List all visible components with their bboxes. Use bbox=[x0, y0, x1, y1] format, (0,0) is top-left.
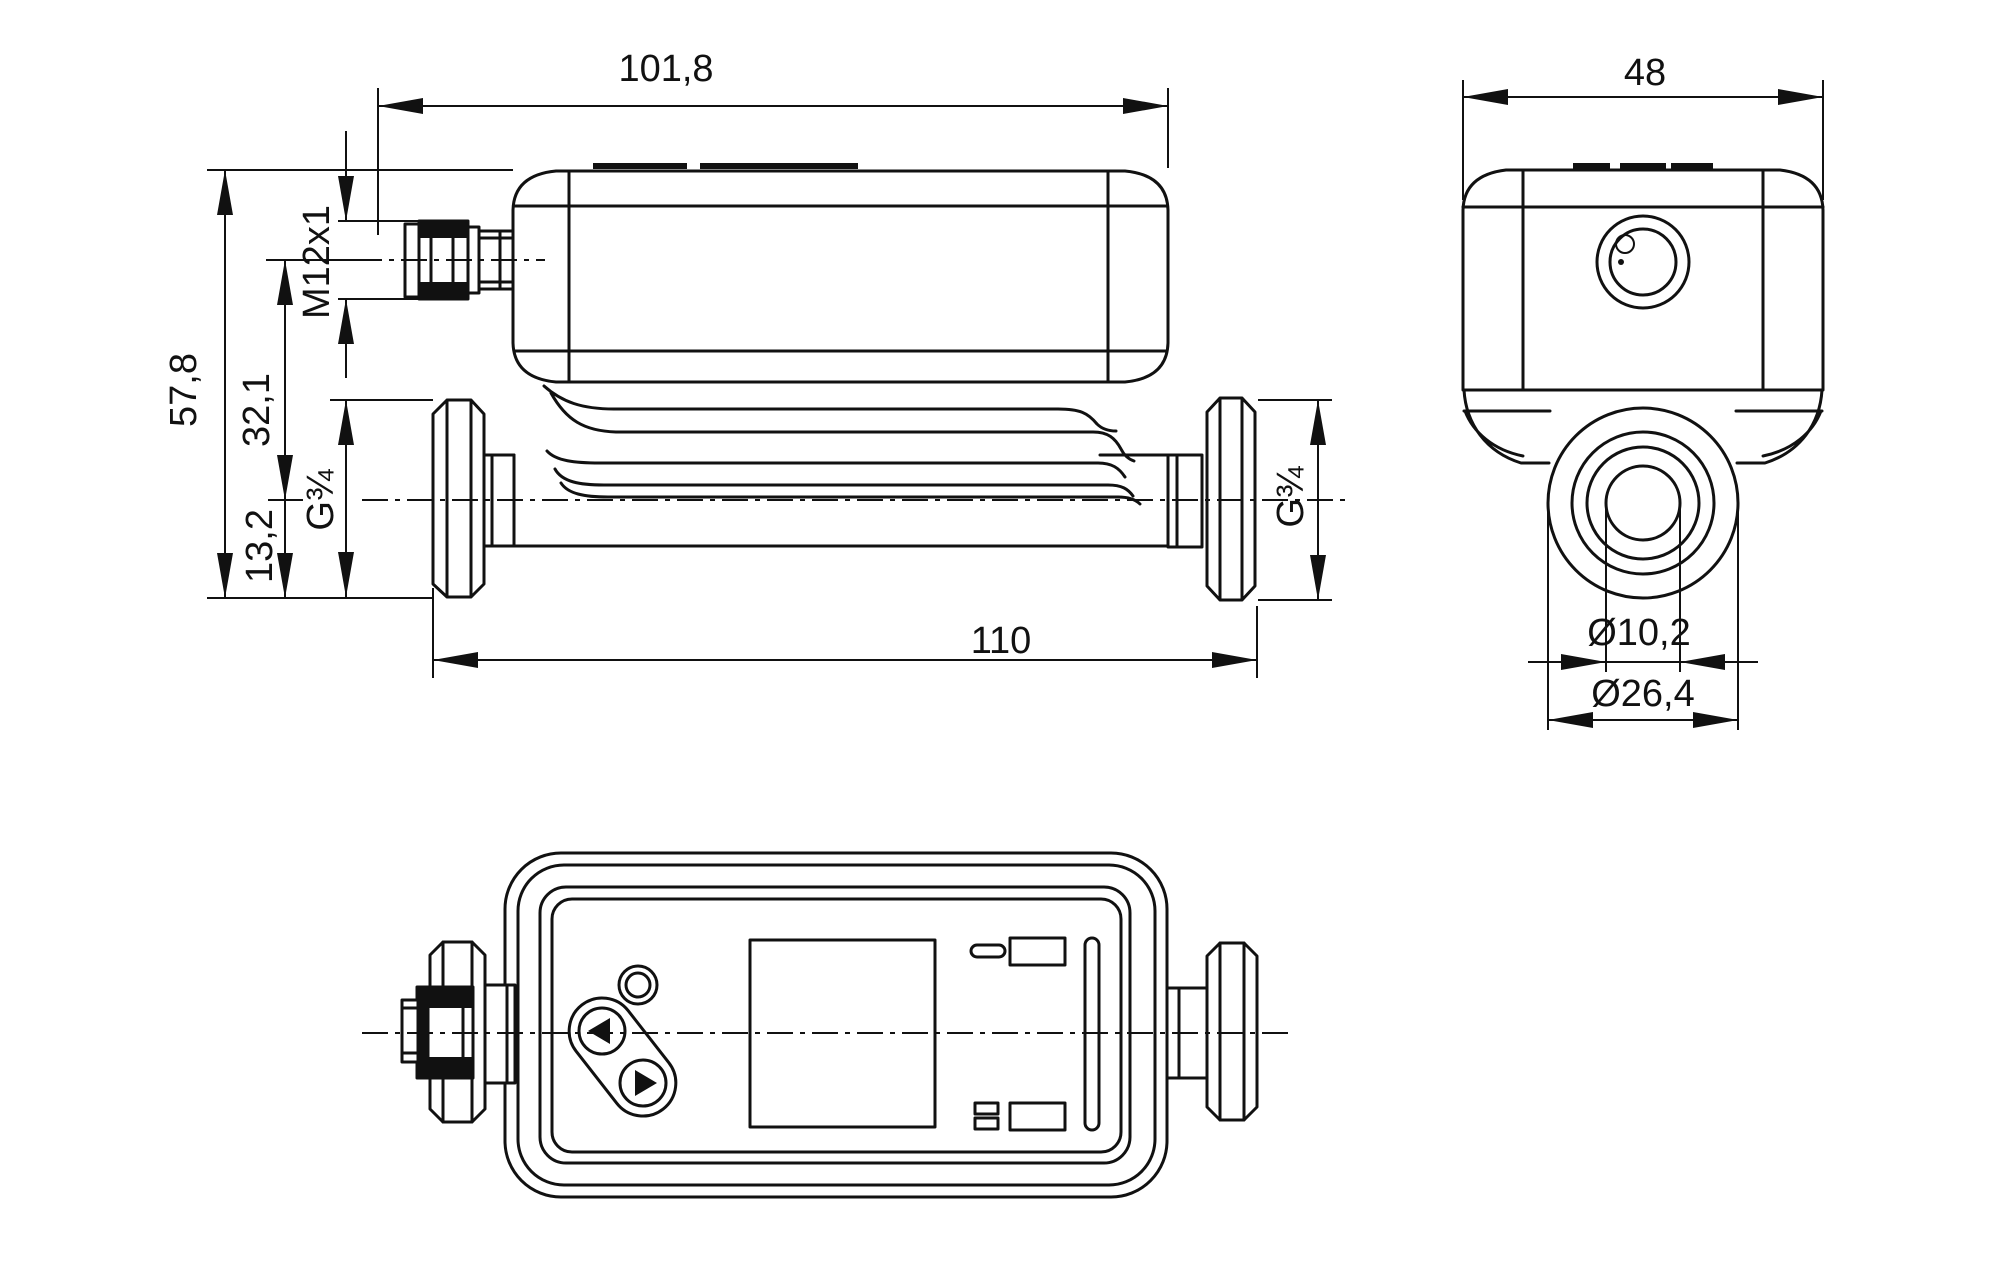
front-view-housing bbox=[1461, 163, 1825, 465]
dim-process-thread-left: G¾ bbox=[300, 468, 342, 531]
connector-inner-circle bbox=[1608, 227, 1678, 297]
top-faceplate-outer bbox=[538, 885, 1132, 1165]
top-view bbox=[362, 851, 1292, 1199]
connector-outline bbox=[403, 219, 515, 301]
front-extension-lines bbox=[1462, 80, 1824, 730]
top-faceplate-inner bbox=[550, 897, 1123, 1154]
top-second-outline bbox=[516, 863, 1157, 1187]
top-m12-knurl-shading bbox=[417, 987, 473, 1078]
housing-face-lines bbox=[512, 169, 1169, 384]
front-view-fitting bbox=[1546, 406, 1740, 600]
dim-height-total: 57,8 bbox=[163, 353, 205, 427]
top-view-controls bbox=[567, 936, 1101, 1132]
front-view: 48 Ø10,2 Ø26,4 bbox=[1461, 52, 1825, 730]
label-marks bbox=[969, 936, 1067, 1132]
side-view-dimensions: 101,8 110 57,8 32,1 13,2 M12x1 G¾ G¾ bbox=[163, 48, 1332, 678]
dim-length-overall: 110 bbox=[971, 620, 1032, 662]
top-right-hex-nut bbox=[1205, 941, 1259, 1122]
front-lower-wings bbox=[1462, 388, 1824, 465]
dim-fitting-diameter: Ø26,4 bbox=[1591, 673, 1695, 715]
button-up-arrow-icon bbox=[588, 1018, 610, 1044]
dim-process-thread-right: G¾ bbox=[1270, 465, 1312, 528]
button-up bbox=[577, 1006, 627, 1056]
top-m12-washer-lines bbox=[400, 1006, 420, 1055]
front-view-connector bbox=[1595, 214, 1691, 310]
led-indicator-inner bbox=[624, 971, 652, 999]
dim-height-pipe-axis: 13,2 bbox=[239, 509, 281, 583]
led-indicator-outer bbox=[617, 964, 659, 1006]
button-capsule bbox=[567, 996, 678, 1118]
front-housing-lines bbox=[1461, 168, 1825, 413]
fitting-face-circle bbox=[1585, 445, 1701, 561]
side-view-pipe-fittings bbox=[362, 396, 1348, 602]
dim-height-connector-axis: 32,1 bbox=[236, 373, 278, 447]
side-view-m12-connector bbox=[356, 219, 545, 301]
front-view-dimensions: 48 Ø10,2 Ø26,4 bbox=[1462, 52, 1824, 730]
pipe-edges bbox=[482, 453, 1170, 548]
fitting-thread-circle bbox=[1570, 430, 1716, 576]
fitting-bore-circle bbox=[1604, 464, 1682, 542]
connector-keyway-circle bbox=[1615, 234, 1635, 254]
top-view-fittings bbox=[362, 940, 1292, 1124]
left-hex-nut bbox=[431, 398, 486, 599]
top-right-hex-nut-lines bbox=[1218, 941, 1246, 1122]
top-m12-washer bbox=[400, 998, 420, 1064]
connector-knurl-shading bbox=[419, 221, 468, 299]
housing-sleeve bbox=[542, 384, 1142, 506]
dim-connector-thread: M12x1 bbox=[296, 205, 338, 319]
front-housing-outline bbox=[1461, 168, 1825, 392]
fitting-outer-circle bbox=[1546, 406, 1740, 600]
dim-bore-diameter: Ø10,2 bbox=[1587, 612, 1691, 654]
button-down-arrow-icon bbox=[635, 1070, 657, 1096]
button-down bbox=[618, 1058, 668, 1108]
connector-outer-circle bbox=[1595, 214, 1691, 310]
dim-length-top: 101,8 bbox=[618, 48, 713, 90]
side-view: 101,8 110 57,8 32,1 13,2 M12x1 G¾ G¾ bbox=[163, 48, 1348, 678]
side-view-housing bbox=[511, 163, 1170, 506]
connector-pin-dot bbox=[1618, 259, 1624, 265]
dim-housing-width: 48 bbox=[1624, 52, 1666, 94]
housing-outline bbox=[511, 169, 1170, 384]
extension-lines bbox=[207, 88, 1332, 678]
